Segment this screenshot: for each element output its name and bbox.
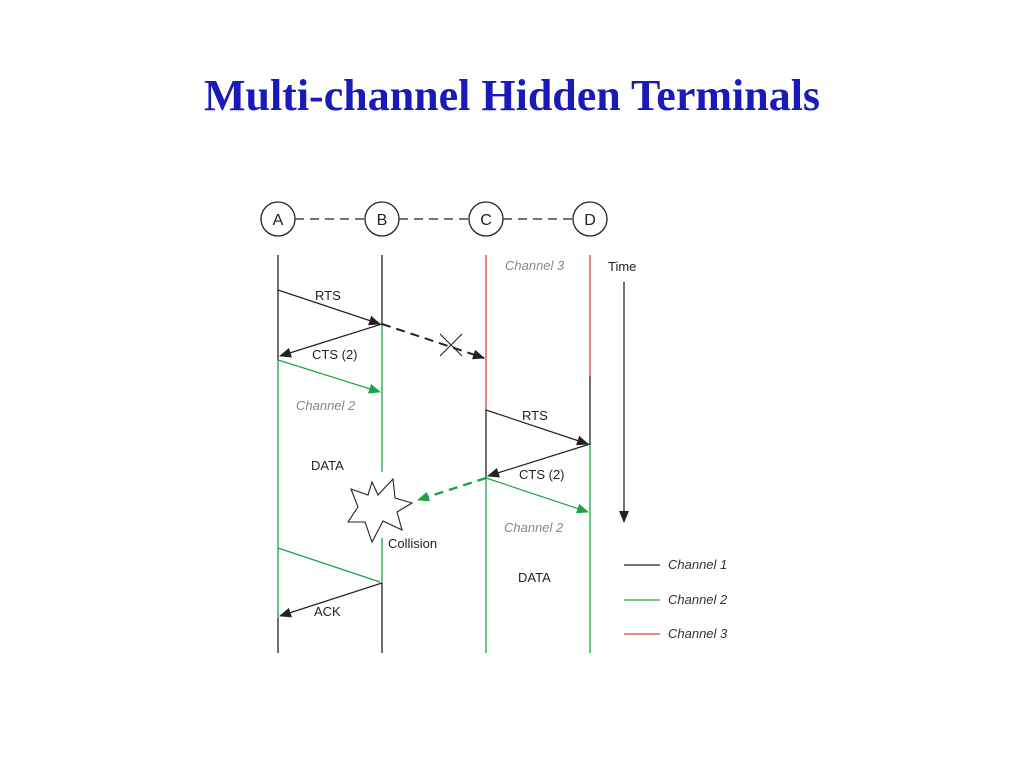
- data-a-b-label: DATA: [311, 458, 344, 473]
- time-label: Time: [608, 259, 636, 274]
- cts-c-to-b-interfering-arrow: [417, 476, 487, 502]
- timelines: [277, 255, 591, 653]
- legend-label-ch3: Channel 3: [668, 626, 728, 641]
- node-b: [364, 201, 400, 237]
- node-c: [468, 201, 504, 237]
- ack-b-to-a-arrow: [279, 582, 383, 618]
- channel-note-cd-ch3: Channel 3: [505, 258, 565, 273]
- data-c-d-label: DATA: [518, 570, 551, 585]
- rts-c-to-d-label: RTS: [522, 408, 548, 423]
- collision-label: Collision: [388, 536, 437, 551]
- node-b-label: B: [377, 212, 388, 229]
- collision-icon: [346, 477, 414, 544]
- channel-switch-a-to-b-arrow: [277, 359, 381, 394]
- cts-d-to-c-arrow: [487, 443, 591, 478]
- legend-label-ch2: Channel 2: [668, 592, 728, 607]
- channel-note-ab-ch2: Channel 2: [296, 398, 356, 413]
- ack-b-to-a-label: ACK: [314, 604, 341, 619]
- node-a-label: A: [273, 212, 284, 229]
- slide-title: Multi-channel Hidden Terminals: [203, 71, 821, 120]
- node-chain: A B C D: [260, 201, 608, 237]
- node-d: [572, 201, 608, 237]
- cts-d-to-c-label: CTS (2): [519, 467, 565, 482]
- node-d-label: D: [584, 212, 596, 229]
- rts-c-to-d-arrow: [485, 409, 589, 446]
- cts-b-to-a-label: CTS (2): [312, 347, 358, 362]
- node-a: [260, 201, 296, 237]
- cts-b-to-c-lost-arrow: [381, 323, 485, 360]
- rts-a-to-b-label: RTS: [315, 288, 341, 303]
- data-end-a-to-b-line: [277, 547, 381, 583]
- node-c-label: C: [480, 212, 492, 229]
- channel-note-cd-ch2: Channel 2: [504, 520, 564, 535]
- channel-switch-c-to-d-arrow: [485, 477, 589, 514]
- cts-b-to-a-arrow: [279, 323, 383, 358]
- rts-a-to-b-arrow: [277, 289, 381, 326]
- legend: Channel 1 Channel 2 Channel 3: [624, 557, 728, 641]
- lost-message-cross-icon: [439, 333, 463, 357]
- legend-label-ch1: Channel 1: [668, 557, 727, 572]
